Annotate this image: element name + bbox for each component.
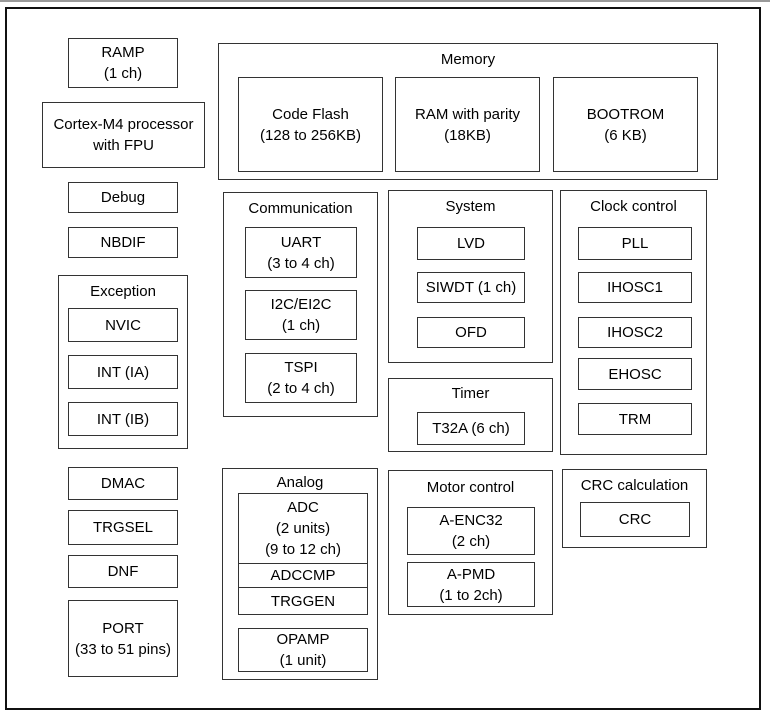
group-motor-control: Motor control A-ENC32 (2 ch) A-PMD (1 to… xyxy=(388,470,553,615)
block-opamp: OPAMP (1 unit) xyxy=(238,628,368,672)
group-communication: Communication UART (3 to 4 ch) I2C/EI2C … xyxy=(223,192,378,417)
motor-control-group-label: Motor control xyxy=(426,479,515,496)
block-dmac: DMAC xyxy=(68,467,178,500)
block-trggen: TRGGEN xyxy=(239,587,367,614)
block-uart: UART (3 to 4 ch) xyxy=(245,227,357,278)
block-ihosc1: IHOSC1 xyxy=(578,272,692,303)
communication-group-label: Communication xyxy=(248,200,353,217)
block-trgsel: TRGSEL xyxy=(68,510,178,545)
group-timer: Timer T32A (6 ch) xyxy=(388,378,553,452)
memory-group-label: Memory xyxy=(440,51,496,68)
block-ramp: RAMP (1 ch) xyxy=(68,38,178,88)
block-tspi: TSPI (2 to 4 ch) xyxy=(245,353,357,403)
crc-group-label: CRC calculation xyxy=(580,477,689,494)
block-ihosc2: IHOSC2 xyxy=(578,317,692,348)
block-a-pmd: A-PMD (1 to 2ch) xyxy=(407,562,535,607)
block-lvd: LVD xyxy=(417,227,525,260)
block-pll: PLL xyxy=(578,227,692,260)
group-analog: Analog ADC (2 units) (9 to 12 ch) ADCCMP… xyxy=(222,468,378,680)
block-int-ib: INT (IB) xyxy=(68,402,178,436)
group-crc-calculation: CRC calculation CRC xyxy=(562,469,707,548)
block-adc-composite: ADC (2 units) (9 to 12 ch) ADCCMP TRGGEN xyxy=(238,493,368,615)
exception-group-label: Exception xyxy=(90,283,156,300)
diagram-outer-frame xyxy=(5,7,761,710)
group-system: System LVD SIWDT (1 ch) OFD xyxy=(388,190,553,363)
clock-control-group-label: Clock control xyxy=(590,198,677,215)
block-dnf: DNF xyxy=(68,555,178,588)
block-i2c-ei2c: I2C/EI2C (1 ch) xyxy=(245,290,357,340)
block-siwdt: SIWDT (1 ch) xyxy=(417,272,525,303)
block-nbdif: NBDIF xyxy=(68,227,178,258)
block-cortex-m4-processor: Cortex-M4 processor with FPU xyxy=(42,102,205,168)
block-adccmp: ADCCMP xyxy=(239,563,367,587)
group-memory: Memory Code Flash (128 to 256KB) RAM wit… xyxy=(218,43,718,180)
block-ehosc: EHOSC xyxy=(578,358,692,390)
block-adc: ADC (2 units) (9 to 12 ch) xyxy=(265,499,341,558)
block-debug: Debug xyxy=(68,182,178,213)
block-code-flash: Code Flash (128 to 256KB) xyxy=(238,77,383,172)
block-trm: TRM xyxy=(578,403,692,435)
block-ofd: OFD xyxy=(417,317,525,348)
group-clock-control: Clock control PLL IHOSC1 IHOSC2 EHOSC TR… xyxy=(560,190,707,455)
block-int-ia: INT (IA) xyxy=(68,355,178,389)
top-border-line xyxy=(0,0,770,2)
block-crc: CRC xyxy=(580,502,690,537)
group-exception: Exception NVIC INT (IA) INT (IB) xyxy=(58,275,188,449)
analog-group-label: Analog xyxy=(276,474,324,491)
block-port: PORT (33 to 51 pins) xyxy=(68,600,178,677)
block-ram-with-parity: RAM with parity (18KB) xyxy=(395,77,540,172)
system-group-label: System xyxy=(445,198,496,215)
block-nvic: NVIC xyxy=(68,308,178,342)
block-bootrom: BOOTROM (6 KB) xyxy=(553,77,698,172)
timer-group-label: Timer xyxy=(451,385,490,402)
block-t32a: T32A (6 ch) xyxy=(417,412,525,445)
block-a-enc32: A-ENC32 (2 ch) xyxy=(407,507,535,555)
